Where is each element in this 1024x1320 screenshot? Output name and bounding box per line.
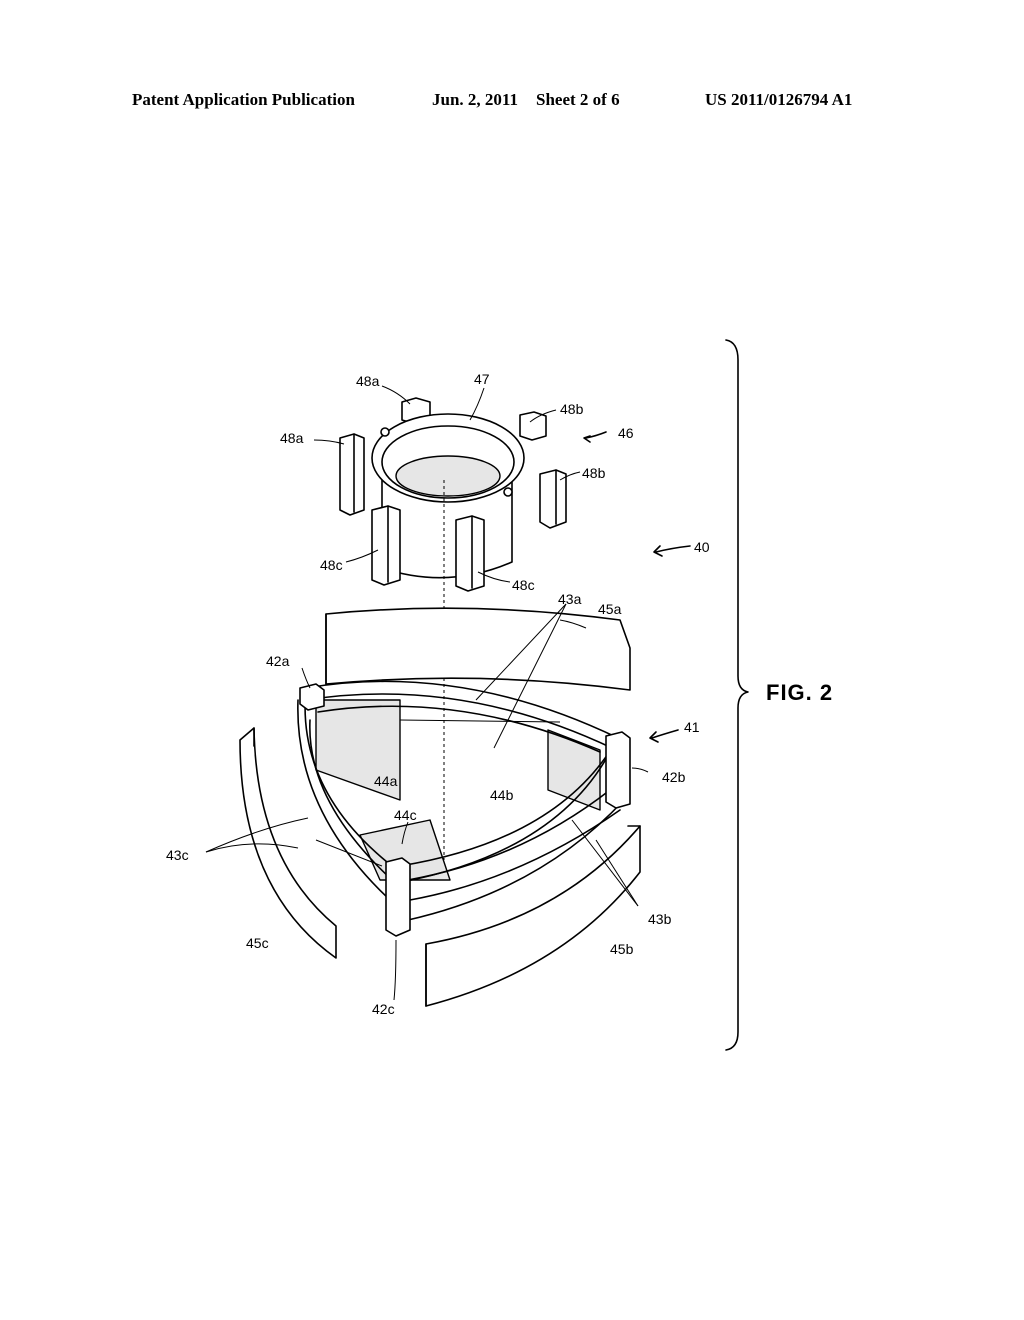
label-43a: 43a [558,591,582,607]
core-41 [297,680,631,937]
figure-caption: FIG. 2 [766,680,833,705]
label-40: 40 [694,539,710,555]
label-48b-right: 48b [582,465,606,481]
page-header: Patent Application Publication Jun. 2, 2… [0,90,1024,114]
bracket-brace [725,339,749,1051]
header-date: Jun. 2, 2011 [432,90,518,109]
label-48c-right: 48c [512,577,535,593]
label-48c-left: 48c [320,557,343,573]
magnet-45b [425,825,641,1007]
header-sheet: Sheet 2 of 6 [536,90,620,109]
label-44b: 44b [490,787,514,803]
label-46: 46 [618,425,634,441]
magnet-45a [325,607,631,691]
label-45c: 45c [246,935,269,951]
label-43c: 43c [166,847,189,863]
label-42b: 42b [662,769,686,785]
label-43b: 43b [648,911,672,927]
label-45a: 45a [598,601,622,617]
header-patent-number: US 2011/0126794 A1 [705,90,853,109]
holder-46 [339,397,567,860]
label-41: 41 [684,719,700,735]
label-48a-left: 48a [280,430,304,446]
label-47: 47 [474,371,490,387]
label-48a-top: 48a [356,373,380,389]
label-42a: 42a [266,653,290,669]
leader-lines [205,385,691,1001]
label-48b-top: 48b [560,401,584,417]
label-44c: 44c [394,807,417,823]
label-44a: 44a [374,773,398,789]
magnet-45c [239,727,337,959]
header-publication: Patent Application Publication [132,90,355,109]
label-42c: 42c [372,1001,395,1017]
label-45b: 45b [610,941,634,957]
